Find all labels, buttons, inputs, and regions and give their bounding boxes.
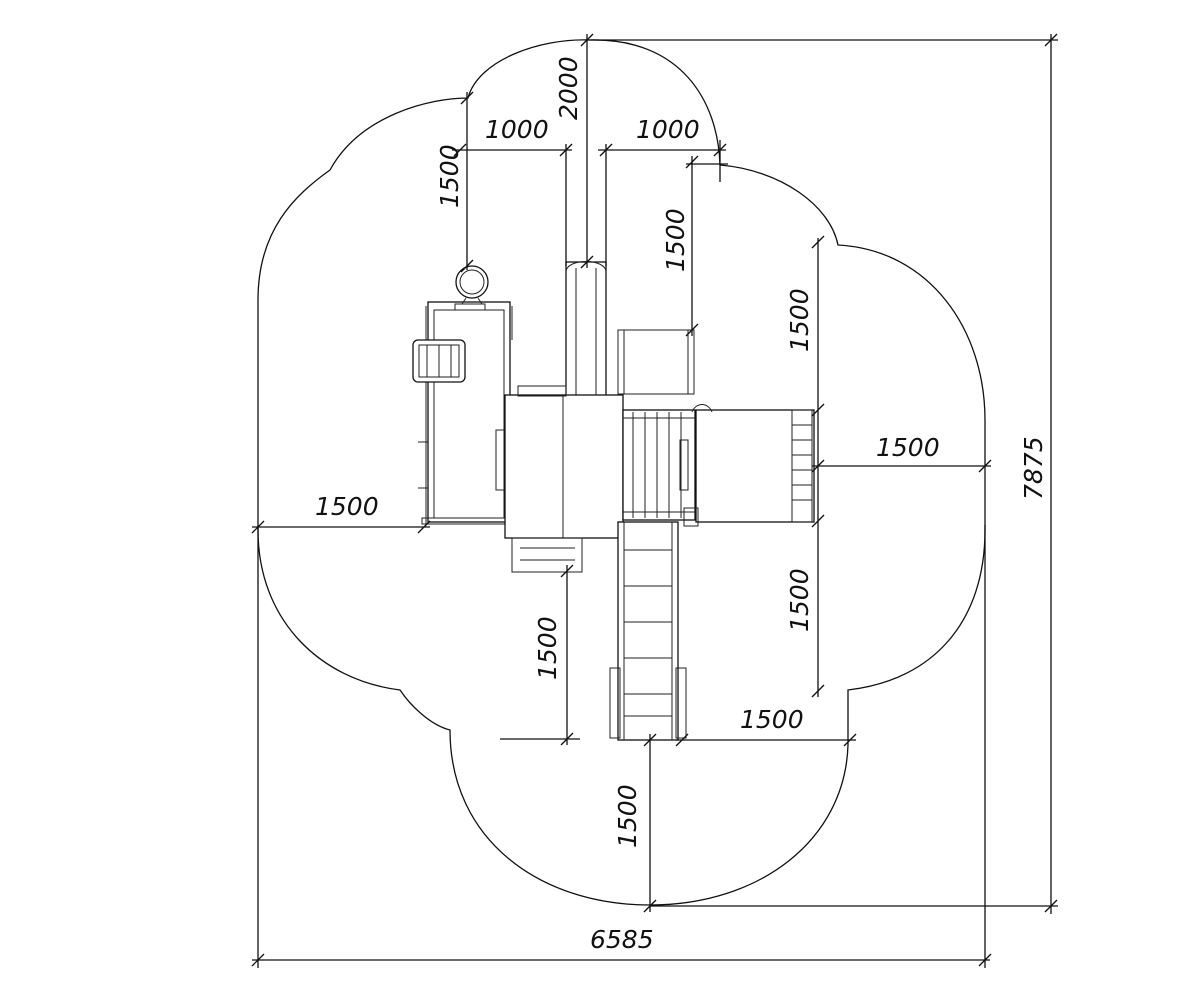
dim-overall-height: 7875 — [1019, 436, 1048, 500]
dim-right-lower-1500: 1500 — [785, 568, 814, 632]
dim-top-right-1000: 1000 — [636, 115, 700, 144]
dim-bottom-right-1500: 1500 — [740, 705, 804, 734]
dim-lower-1500-vertical: 1500 — [533, 616, 562, 680]
dim-left-1500-vertical: 1500 — [435, 144, 464, 208]
ring-icon — [455, 265, 489, 299]
dim-top-2000: 2000 — [554, 56, 583, 120]
dimension-labels: 2000 1000 1000 1500 1500 1500 1500 1500 … — [315, 56, 1048, 954]
dimension-lines — [251, 33, 1058, 968]
dim-bottom-1500-vertical: 1500 — [613, 784, 642, 848]
dim-upper-right-1500: 1500 — [661, 208, 690, 272]
dim-overall-width: 6585 — [590, 925, 654, 954]
dim-right-mid-1500: 1500 — [876, 433, 940, 462]
dim-right-upper-1500: 1500 — [785, 288, 814, 352]
dim-left-1500-horizontal: 1500 — [315, 492, 379, 521]
equipment-plan — [412, 261, 815, 741]
dim-top-left-1000: 1000 — [485, 115, 549, 144]
